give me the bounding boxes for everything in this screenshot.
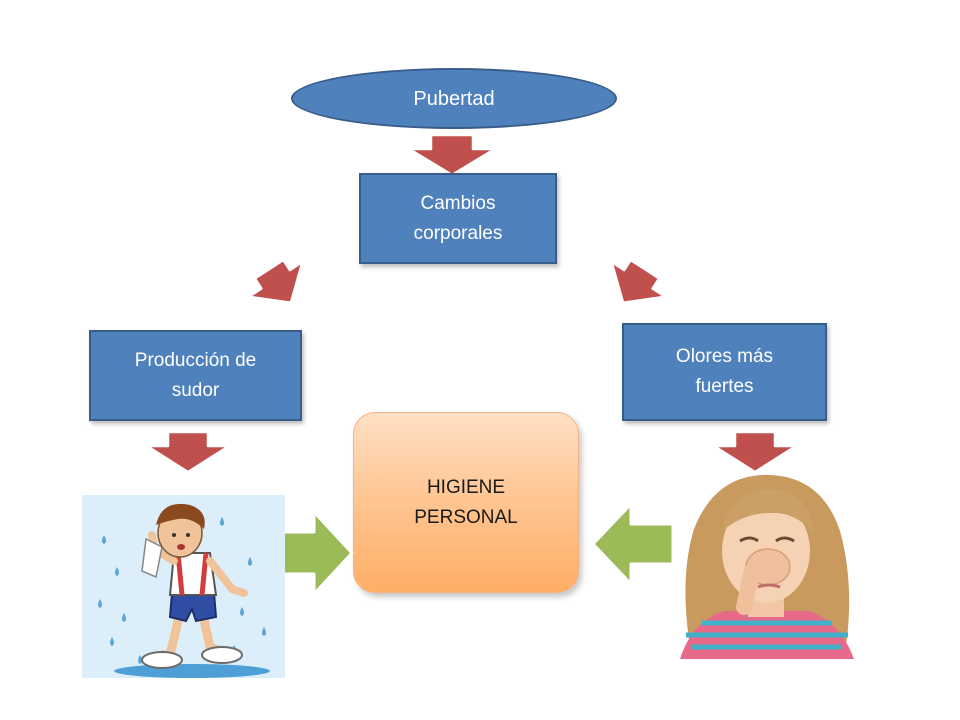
node-higiene-label: HIGIENE PERSONAL [414,476,518,528]
node-pubertad-label: Pubertad [413,87,495,110]
arrow-down-olores-icon [712,430,798,474]
node-produccion-label: Producción de sudor [134,349,257,401]
arrow-down-sudor-icon [145,430,231,474]
node-produccion-sudor: Producción de sudor [89,330,302,421]
girl-holding-nose-icon [672,471,860,659]
arrow-down-pubertad-icon [407,133,497,177]
sweating-runner-icon [82,495,285,678]
node-olores-label: Olores más fuertes [675,346,774,397]
node-higiene-personal: HIGIENE PERSONAL [353,412,579,593]
node-cambios-corporales: Cambios corporales [359,173,557,264]
arrow-left-green-icon [591,502,675,586]
arrow-diagonal-left-icon [247,262,304,305]
arrow-diagonal-right-icon [610,262,667,305]
node-olores-fuertes: Olores más fuertes [622,323,827,421]
node-cambios-label: Cambios corporales [413,192,503,244]
node-pubertad: Pubertad [291,68,617,129]
